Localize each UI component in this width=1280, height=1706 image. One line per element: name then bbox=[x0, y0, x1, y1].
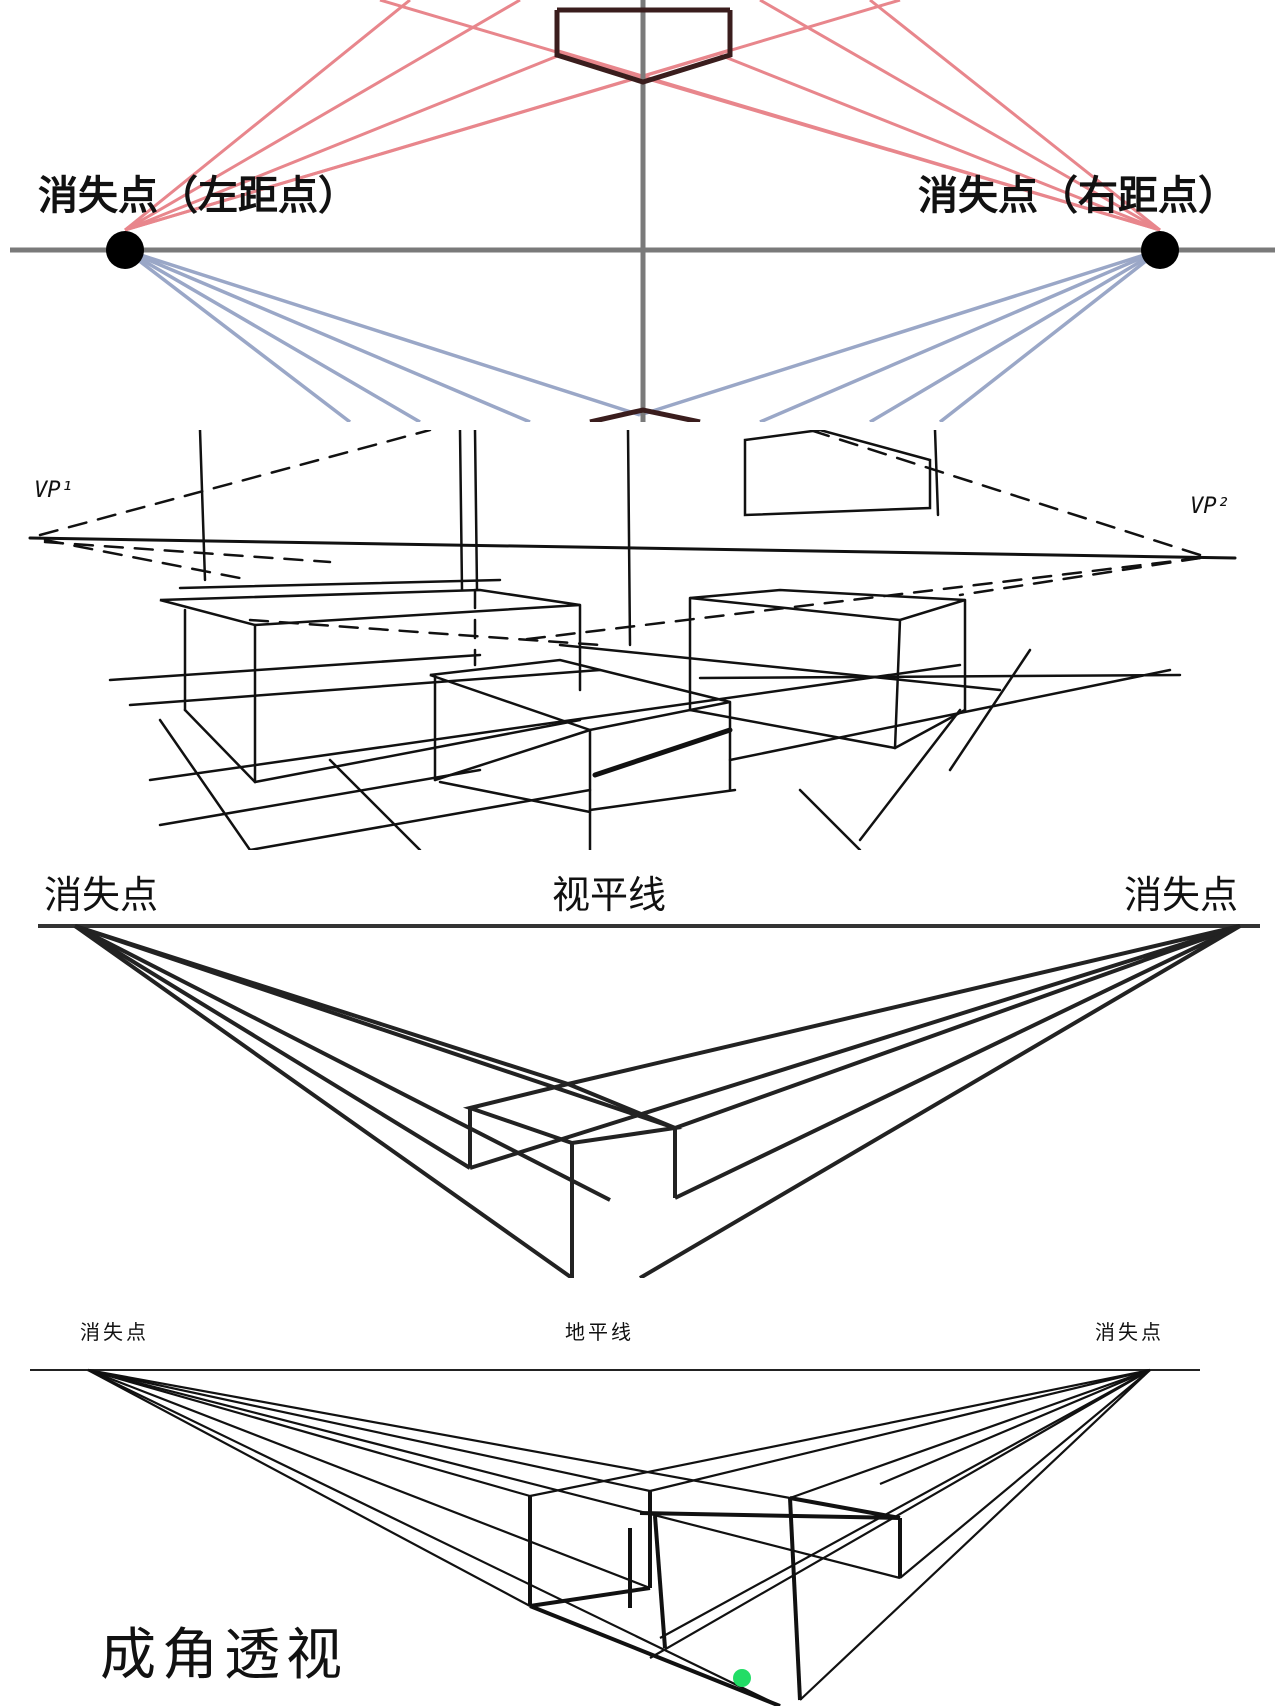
right-distance-point-label: 消失点（右距点） bbox=[918, 173, 1238, 219]
panel-sketch: VP¹ VP² bbox=[0, 430, 1280, 850]
lower-converging-lines bbox=[123, 248, 1162, 422]
left-vanishing-point bbox=[106, 231, 144, 269]
right-vanishing-point bbox=[1141, 231, 1179, 269]
eye-level-label: 视平线 bbox=[552, 873, 667, 917]
converging-lines bbox=[87, 1368, 1151, 1706]
left-vanishing-point-label: 消失点 bbox=[44, 873, 159, 917]
right-vanishing-point-label: 消失点 bbox=[1095, 1320, 1164, 1344]
box-edges bbox=[462, 1081, 683, 1278]
right-vanishing-point-label: 消失点 bbox=[1124, 873, 1239, 917]
box-edges bbox=[528, 1491, 902, 1706]
right-vp-label: VP² bbox=[1190, 494, 1230, 519]
ground-line-label: 地平线 bbox=[565, 1320, 634, 1344]
two-point-room-sketch bbox=[28, 430, 1237, 850]
distance-point-diagram bbox=[10, 0, 1275, 422]
converging-lines bbox=[73, 924, 1242, 1278]
panel-two-point-box: 消失点 视平线 消失点 bbox=[0, 858, 1280, 1278]
angular-perspective-diagram bbox=[30, 1368, 1200, 1706]
upper-converging-lines bbox=[124, 0, 1161, 232]
left-vanishing-point-label: 消失点 bbox=[80, 1320, 149, 1344]
panel-angular-perspective: 消失点 地平线 消失点 成角透视 bbox=[0, 1288, 1280, 1706]
left-vp-label: VP¹ bbox=[34, 478, 74, 503]
box-top bbox=[554, 7, 733, 85]
angular-perspective-caption: 成角透视 bbox=[100, 1623, 348, 1688]
green-marker bbox=[733, 1669, 751, 1687]
sketch-lines bbox=[28, 430, 1237, 850]
box-bottom bbox=[589, 407, 701, 422]
left-distance-point-label: 消失点（左距点） bbox=[38, 173, 358, 219]
two-point-box-diagram bbox=[38, 924, 1260, 1278]
panel-distance-points: 消失点（左距点） 消失点（右距点） bbox=[0, 0, 1280, 422]
